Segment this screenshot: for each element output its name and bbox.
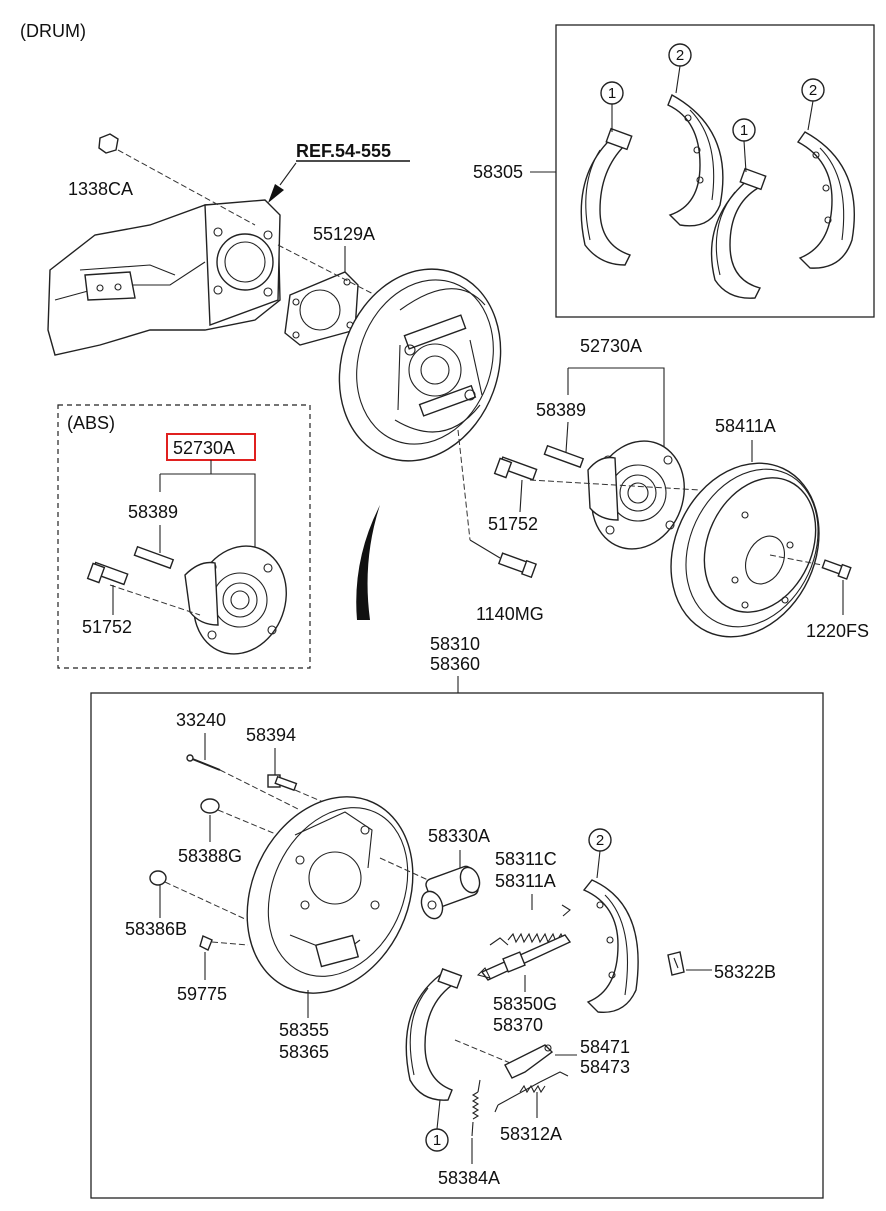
- brake-shoe-1-right-drawing: [710, 118, 767, 299]
- part-1140MG[interactable]: 1140MG: [476, 604, 544, 624]
- part-1338CA[interactable]: 1338CA: [68, 179, 133, 199]
- part-58311A[interactable]: 58311A: [495, 871, 556, 891]
- part-52730A-abs[interactable]: 52730A: [173, 438, 235, 458]
- bolt-51752-hub-drawing: [493, 456, 538, 481]
- leader-58389-hub: [565, 421, 569, 453]
- part-58311C[interactable]: 58311C: [495, 849, 557, 869]
- wheel-cylinder-drawing: [379, 857, 481, 920]
- clip-59775-drawing: [199, 935, 249, 951]
- part-58386B[interactable]: 58386B: [125, 919, 187, 939]
- brake-assembly-drawing: [338, 268, 502, 541]
- brake-shoe-2-left-drawing: [667, 43, 724, 227]
- reference-label[interactable]: REF.54-555: [296, 141, 391, 161]
- part-51752-hub[interactable]: 51752: [488, 514, 538, 534]
- brake-shoe-1-left-drawing: [580, 81, 633, 266]
- reference-leader: [279, 162, 297, 186]
- part-58384A[interactable]: 58384A: [438, 1168, 500, 1188]
- part-58394[interactable]: 58394: [246, 725, 296, 745]
- bolt-58394-drawing: [267, 774, 331, 806]
- leader-51752-hub: [519, 479, 523, 513]
- shoe-1-callout-b: 1: [740, 122, 748, 139]
- brake-shoe-1-bottom-drawing: [405, 968, 516, 1152]
- bolt-1140MG-drawing: [497, 552, 537, 579]
- part-55129A[interactable]: 55129A: [313, 224, 375, 244]
- spring-58312A-drawing: [494, 1071, 569, 1113]
- part-58312A[interactable]: 58312A: [500, 1124, 562, 1144]
- part-58471[interactable]: 58471: [580, 1037, 630, 1057]
- part-58355[interactable]: 58355: [279, 1020, 329, 1040]
- diagram-title: (DRUM): [20, 21, 86, 41]
- direction-arrow-graphic: [356, 505, 380, 620]
- part-58305[interactable]: 58305: [473, 162, 523, 182]
- pin-33240-drawing: [186, 754, 301, 811]
- adjuster-58350G-drawing: [476, 934, 572, 981]
- suspension-arm-drawing: [47, 199, 281, 356]
- spring-58384A-drawing: [471, 1079, 481, 1137]
- part-52730A-hub[interactable]: 52730A: [580, 336, 642, 356]
- part-58411A[interactable]: 58411A: [715, 416, 776, 436]
- brake-shoe-2-bottom-drawing: [582, 828, 639, 1014]
- reference-arrowhead: [268, 184, 284, 203]
- shoe-2-callout-c: 2: [596, 832, 604, 849]
- leader-1140MG: [469, 539, 501, 559]
- part-58350G[interactable]: 58350G: [493, 994, 557, 1014]
- part-58310[interactable]: 58310: [430, 634, 480, 654]
- part-58389-abs[interactable]: 58389: [128, 502, 178, 522]
- plug-58386B-drawing: [149, 870, 259, 926]
- shoe-2-callout-a: 2: [676, 47, 684, 64]
- brake-assembly-kit-box: [90, 692, 824, 1199]
- shoe-2-callout-b: 2: [809, 82, 817, 99]
- bolt-1338CA-drawing: [98, 133, 256, 226]
- abs-box: [57, 404, 311, 669]
- part-58322B[interactable]: 58322B: [714, 962, 776, 982]
- part-58360[interactable]: 58360: [430, 654, 480, 674]
- clip-58322B-drawing: [667, 951, 685, 976]
- shoe-1-callout-a: 1: [608, 85, 616, 102]
- part-59775[interactable]: 59775: [177, 984, 227, 1004]
- screw-1220FS-drawing: [769, 554, 852, 580]
- brake-shoe-2-right-drawing: [796, 78, 856, 269]
- brake-drum-drawing: [670, 462, 820, 638]
- part-58370[interactable]: 58370: [493, 1015, 543, 1035]
- part-58330A[interactable]: 58330A: [428, 826, 490, 846]
- abs-hub-bearing-drawing: [109, 545, 287, 655]
- brake-shoe-kit-box: [555, 24, 875, 318]
- leader-52730A-hub: [567, 367, 665, 455]
- part-58388G[interactable]: 58388G: [178, 846, 242, 866]
- shoe-1-callout-c: 1: [433, 1132, 441, 1149]
- part-33240[interactable]: 33240: [176, 710, 226, 730]
- abs-title: (ABS): [67, 413, 115, 433]
- part-58473[interactable]: 58473: [580, 1057, 630, 1077]
- part-51752-abs[interactable]: 51752: [82, 617, 132, 637]
- part-1220FS[interactable]: 1220FS: [806, 621, 869, 641]
- backing-plate-drawing: [246, 796, 414, 994]
- hub-bearing-drawing: [529, 440, 701, 550]
- lever-58471-drawing: [504, 1044, 554, 1079]
- abs-bolt-51752-drawing: [86, 561, 129, 586]
- part-58365[interactable]: 58365: [279, 1042, 329, 1062]
- leader-52730A-abs: [159, 460, 256, 558]
- part-58389-hub[interactable]: 58389: [536, 400, 586, 420]
